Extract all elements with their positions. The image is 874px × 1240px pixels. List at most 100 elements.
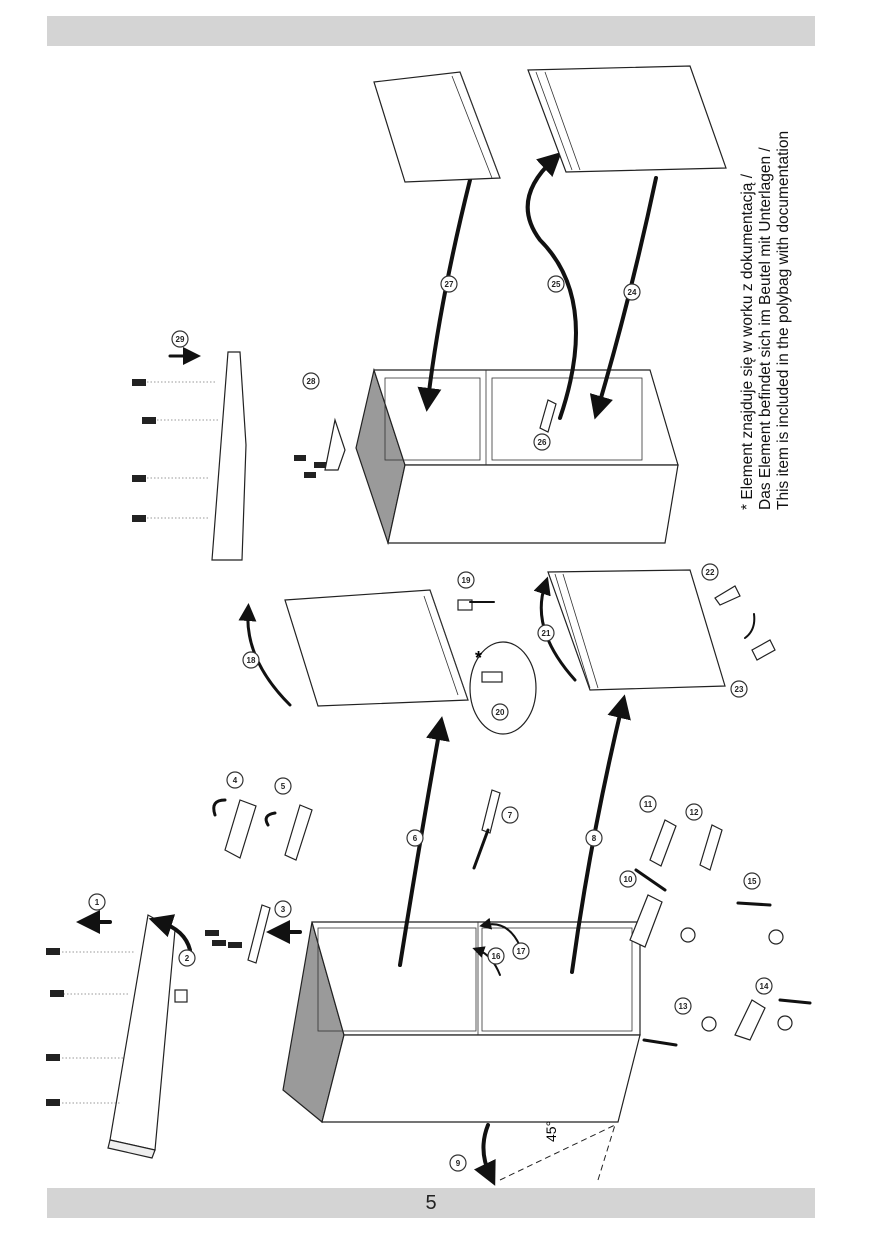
upper-door-top xyxy=(373,71,501,183)
arrow-9 xyxy=(473,1123,496,1186)
svg-text:4: 4 xyxy=(233,776,238,785)
callout-13: 13 xyxy=(674,997,692,1015)
callout-25: 25 xyxy=(547,275,565,293)
arrow-14 xyxy=(778,998,812,1005)
foot-c xyxy=(701,1016,717,1032)
callout-19: 19 xyxy=(457,571,475,589)
svg-text:2: 2 xyxy=(185,954,190,963)
svg-text:21: 21 xyxy=(542,629,551,638)
hinge-10 xyxy=(629,894,663,948)
hinge-22 xyxy=(714,585,741,606)
svg-text:13: 13 xyxy=(679,1002,688,1011)
callout-22: 22 xyxy=(701,563,719,581)
svg-text:18: 18 xyxy=(247,656,256,665)
svg-text:17: 17 xyxy=(517,947,526,956)
note-line-1: * Element znajduje się w worku z dokumen… xyxy=(739,173,756,510)
clip-part xyxy=(174,989,188,1003)
note-line-2: Das Element befindet sich im Beutel mit … xyxy=(757,147,774,510)
arrow-2 xyxy=(148,914,192,952)
fridge-body-left xyxy=(282,921,641,1124)
callout-10: 10 xyxy=(619,870,637,888)
upper-door-middle xyxy=(284,589,469,707)
foot-a xyxy=(680,927,696,943)
arrow-22-23 xyxy=(744,613,756,639)
foot-b xyxy=(768,929,784,945)
screw-28c xyxy=(304,472,316,478)
screw-28a xyxy=(294,455,306,461)
hinge-26 xyxy=(539,399,557,433)
fridge-body-right xyxy=(355,367,679,546)
svg-text:9: 9 xyxy=(456,1159,461,1168)
tilt-line-2 xyxy=(597,1124,616,1181)
callout-9: 9 xyxy=(449,1154,467,1172)
detail-circle-20 xyxy=(469,641,537,735)
lower-door-top xyxy=(527,65,727,173)
hinge-14 xyxy=(734,999,766,1041)
pin-19 xyxy=(457,599,473,611)
svg-text:29: 29 xyxy=(176,335,185,344)
callout-1: 1 xyxy=(88,893,106,911)
top-cover xyxy=(46,914,176,1159)
callout-27: 27 xyxy=(440,275,458,293)
hinge-3 xyxy=(205,904,271,964)
svg-text:27: 27 xyxy=(445,280,454,289)
callout-20: 20 xyxy=(491,703,509,721)
callout-5: 5 xyxy=(274,777,292,795)
svg-text:19: 19 xyxy=(462,576,471,585)
callout-24: 24 xyxy=(623,283,641,301)
callout-23: 23 xyxy=(730,680,748,698)
svg-text:5: 5 xyxy=(281,782,286,791)
note-line-3: This item is included in the polybag wit… xyxy=(775,131,792,510)
arrow-10 xyxy=(634,868,667,892)
lower-door-middle xyxy=(547,569,726,691)
callout-6: 6 xyxy=(406,829,424,847)
arrow-5 xyxy=(264,811,277,827)
callout-12: 12 xyxy=(685,803,703,821)
arrow-4 xyxy=(212,798,227,817)
hinge-5 xyxy=(284,804,313,861)
hinge-23 xyxy=(751,639,776,661)
hinge-12 xyxy=(699,824,723,871)
callout-3: 3 xyxy=(274,900,292,918)
svg-text:14: 14 xyxy=(760,982,769,991)
callout-16: 16 xyxy=(487,947,505,965)
svg-text:3: 3 xyxy=(281,905,286,914)
svg-text:22: 22 xyxy=(706,568,715,577)
svg-text:24: 24 xyxy=(628,288,637,297)
header-band xyxy=(47,16,815,46)
svg-text:16: 16 xyxy=(492,952,501,961)
svg-text:10: 10 xyxy=(624,875,633,884)
callout-11: 11 xyxy=(639,795,657,813)
arrow-17 xyxy=(479,917,521,947)
callout-15: 15 xyxy=(743,872,761,890)
callout-8: 8 xyxy=(585,829,603,847)
svg-text:11: 11 xyxy=(644,800,653,809)
svg-text:20: 20 xyxy=(496,708,505,717)
callout-26: 26 xyxy=(533,433,551,451)
top-cover-middle xyxy=(132,351,247,561)
hinge-11 xyxy=(649,819,677,867)
hinge-4 xyxy=(224,799,257,859)
svg-text:15: 15 xyxy=(748,877,757,886)
callout-2: 2 xyxy=(178,949,196,967)
svg-text:23: 23 xyxy=(735,685,744,694)
hinge-28 xyxy=(324,417,346,471)
foot-d xyxy=(777,1015,793,1031)
arrow-27 xyxy=(417,178,472,412)
arrow-15 xyxy=(736,901,772,907)
svg-text:12: 12 xyxy=(690,808,699,817)
callout-21: 21 xyxy=(537,624,555,642)
footer-band: 5 xyxy=(47,1188,815,1218)
callout-17: 17 xyxy=(512,942,530,960)
svg-text:6: 6 xyxy=(413,834,418,843)
arrow-25 xyxy=(525,151,578,420)
asterisk-marker: * xyxy=(475,648,482,668)
svg-text:8: 8 xyxy=(592,834,597,843)
tilt-line-1 xyxy=(499,1124,616,1181)
callout-7: 7 xyxy=(501,806,519,824)
callout-18: 18 xyxy=(242,651,260,669)
screw-28b xyxy=(314,462,326,468)
callout-29: 29 xyxy=(171,330,189,348)
arrow-13 xyxy=(642,1038,678,1047)
